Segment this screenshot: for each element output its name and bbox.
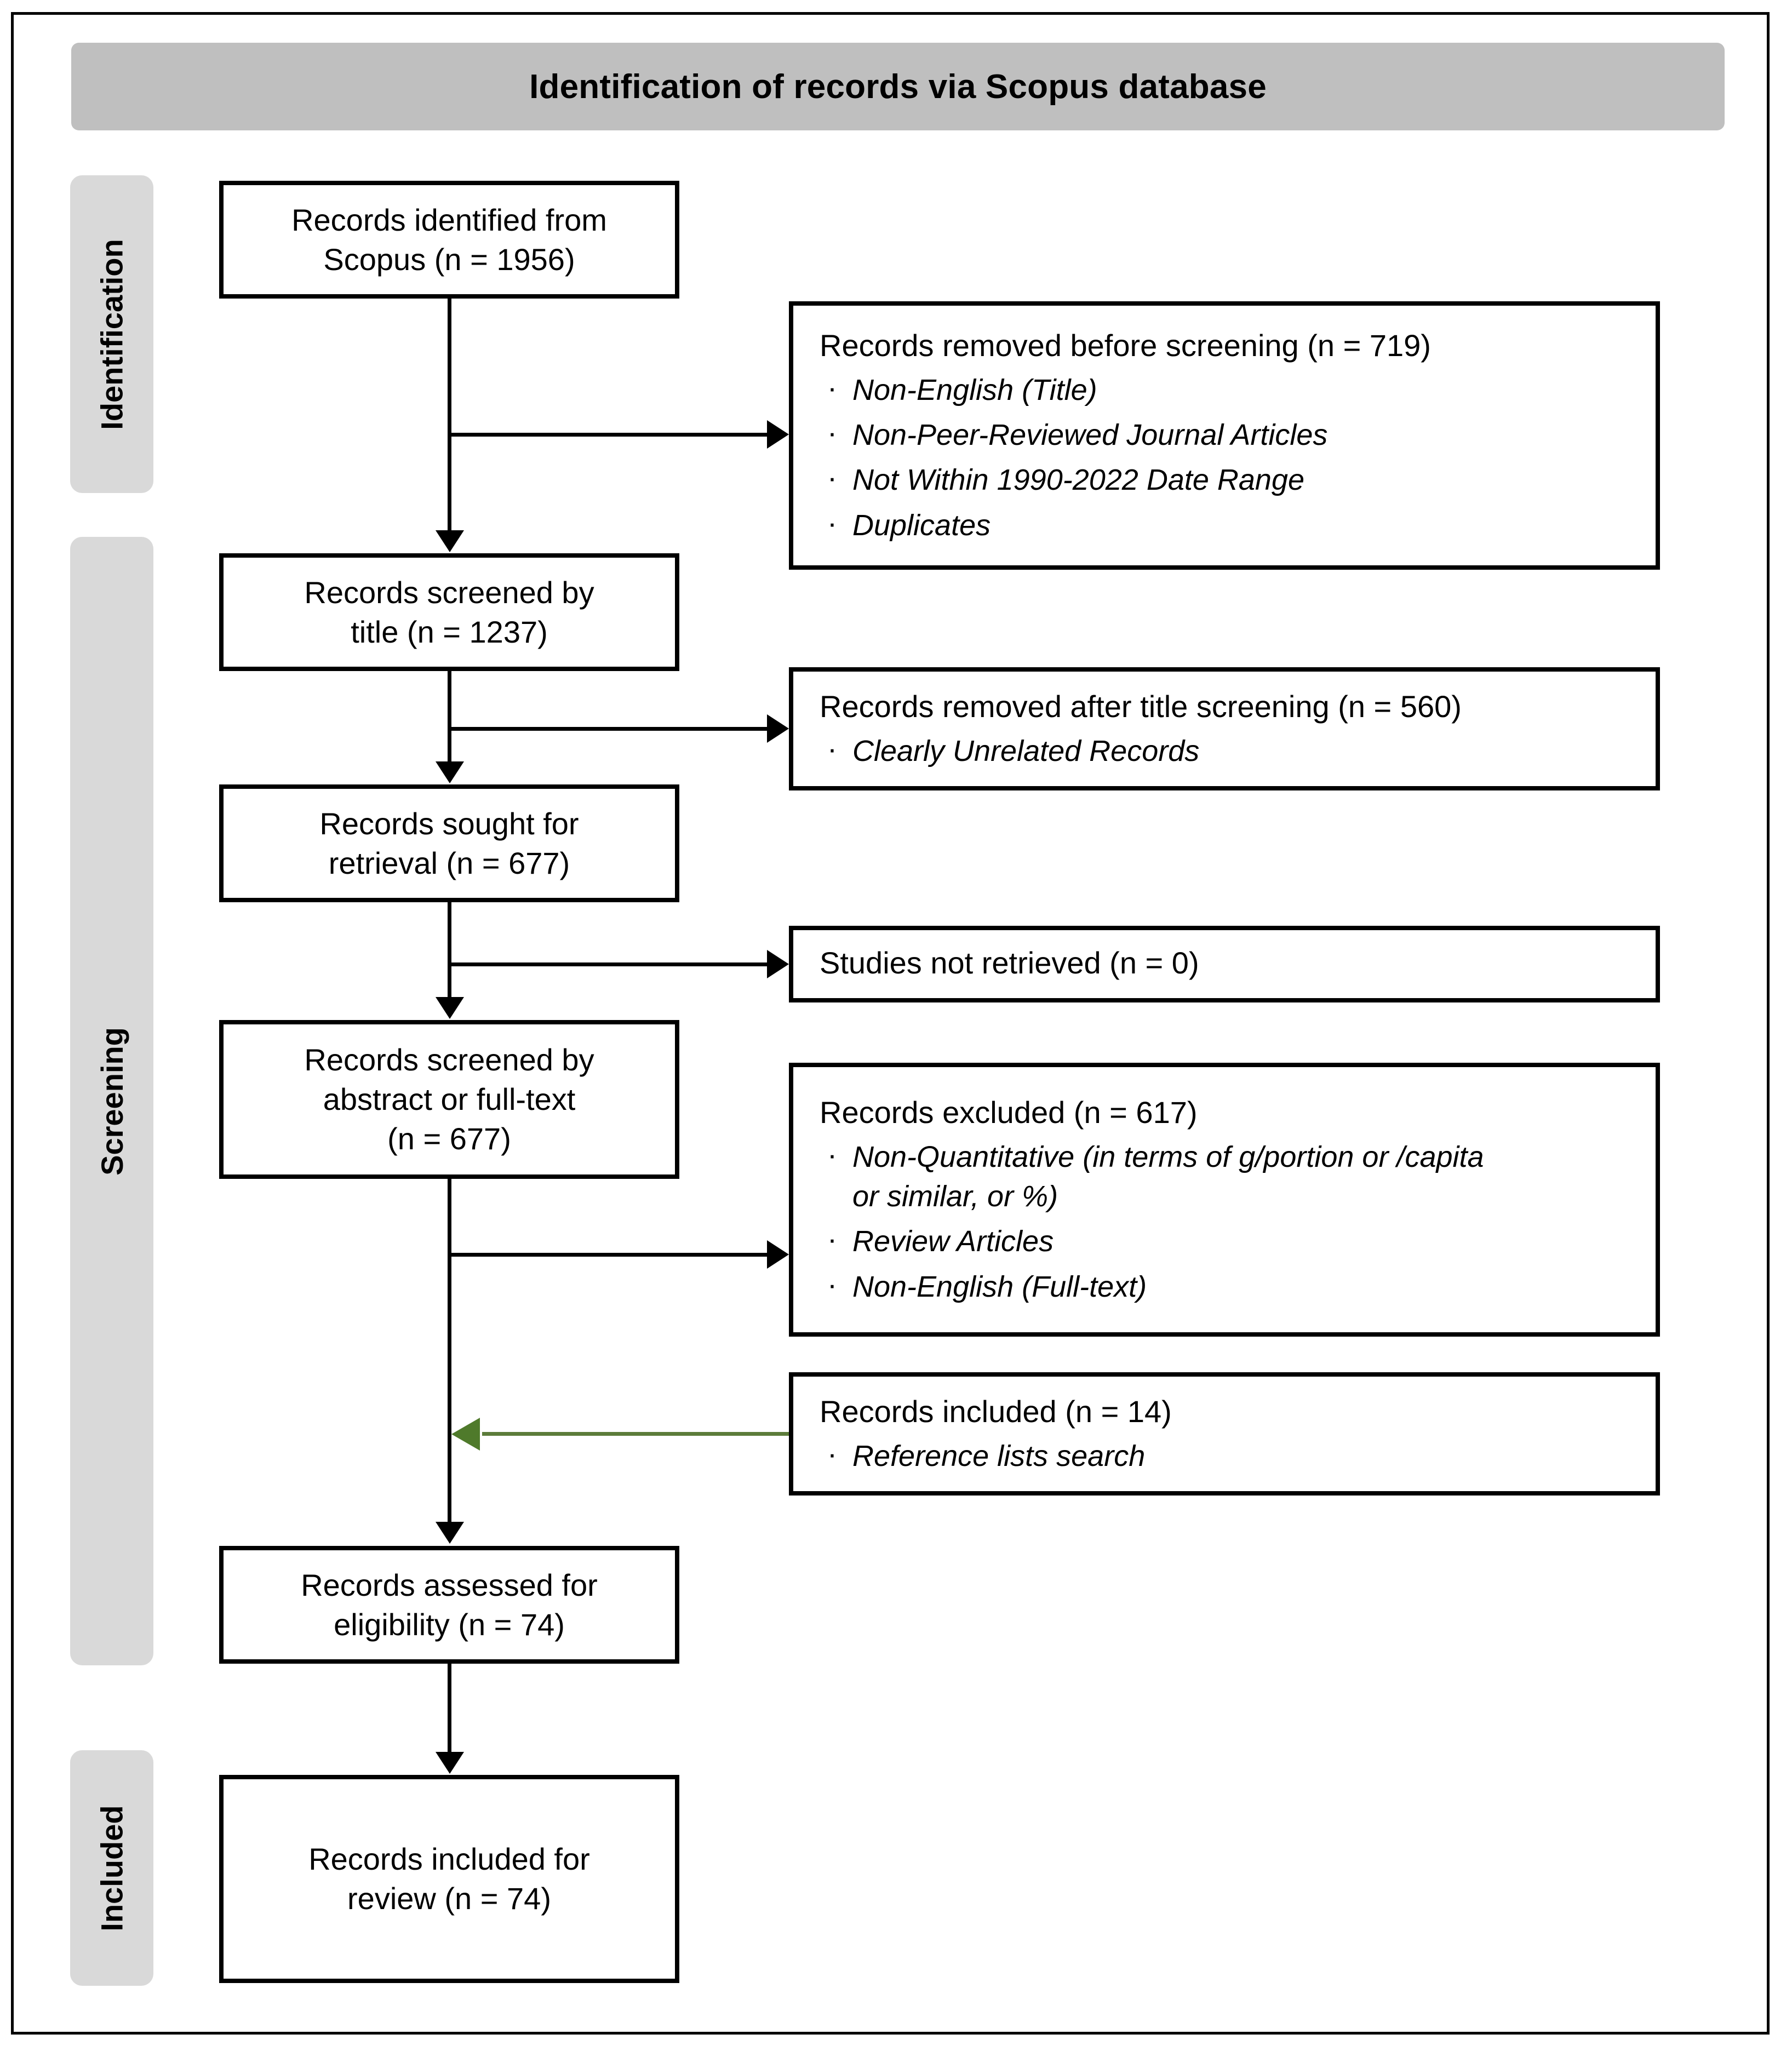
arrowhead-right-removed-before-screening (767, 420, 789, 449)
list-item: Non-Quantitative (in terms of g/portion … (820, 1135, 1484, 1217)
box-records-included-review-line1: Records included for (308, 1842, 590, 1877)
box-records-screened-abstract-line2: abstract or full-text (323, 1082, 576, 1117)
box-records-screened-abstract: Records screened by abstract or full-tex… (219, 1020, 679, 1179)
stage-label-identification: Identification (94, 238, 129, 430)
connector-to-removed-before-screening (448, 433, 770, 437)
arrowhead-right-removed-after-title (767, 714, 789, 743)
arrowhead-down-sought (436, 761, 464, 783)
box-records-included-reference-lists-list: Reference lists search (820, 1434, 1145, 1476)
box-records-sought-retrieval-line2: retrieval (n = 677) (328, 845, 570, 880)
list-item: Non-English (Title) (820, 368, 1327, 410)
box-records-screened-abstract-line3: (n = 677) (387, 1121, 511, 1156)
arrowhead-right-studies-not-retrieved (767, 950, 789, 978)
box-records-removed-after-title-screening: Records removed after title screening (n… (789, 667, 1660, 790)
box-records-removed-after-title-screening-list: Clearly Unrelated Records (820, 729, 1199, 771)
stage-bar-included: Included (70, 1750, 153, 1986)
stage-label-included: Included (94, 1804, 129, 1932)
arrowhead-down-screened-abstract (436, 997, 464, 1019)
box-records-identified-line1: Records identified from (291, 202, 607, 237)
box-records-included-reference-lists-heading: Records included (n = 14) (820, 1394, 1172, 1429)
diagram-title-text: Identification of records via Scopus dat… (529, 67, 1267, 106)
box-records-assessed-eligibility-line2: eligibility (n = 74) (334, 1607, 565, 1642)
box-records-removed-before-screening: Records removed before screening (n = 71… (789, 301, 1660, 570)
list-item-text-wrap: or similar, or %) (852, 1180, 1058, 1213)
box-records-assessed-eligibility-line1: Records assessed for (301, 1567, 598, 1602)
list-item-text: Non-Quantitative (in terms of g/portion … (852, 1140, 1484, 1173)
arrowhead-down-assessed (436, 1522, 464, 1544)
box-records-sought-retrieval: Records sought for retrieval (n = 677) (219, 784, 679, 902)
list-item: Reference lists search (820, 1434, 1145, 1476)
connector-to-removed-after-title (448, 727, 770, 731)
list-item: Non-Peer-Reviewed Journal Articles (820, 413, 1327, 455)
connector-sought-to-screened-abstract (448, 902, 451, 1000)
box-records-identified-line2: Scopus (n = 1956) (323, 242, 575, 277)
box-records-included-reference-lists: Records included (n = 14) Reference list… (789, 1372, 1660, 1496)
box-records-removed-before-screening-heading: Records removed before screening (n = 71… (820, 328, 1431, 363)
stage-label-screening: Screening (94, 1027, 129, 1176)
stage-bar-identification: Identification (70, 175, 153, 493)
box-records-identified: Records identified from Scopus (n = 1956… (219, 181, 679, 299)
connector-assessed-to-final (448, 1664, 451, 1754)
box-records-screened-title-line2: title (n = 1237) (351, 614, 548, 649)
arrowhead-down-final (436, 1752, 464, 1774)
list-item: Review Articles (820, 1219, 1484, 1261)
box-studies-not-retrieved-heading: Studies not retrieved (n = 0) (820, 945, 1199, 980)
box-studies-not-retrieved: Studies not retrieved (n = 0) (789, 926, 1660, 1002)
box-records-included-review-line2: review (n = 74) (347, 1881, 551, 1916)
connector-screened-title-to-sought (448, 671, 451, 764)
list-item: Clearly Unrelated Records (820, 729, 1199, 771)
box-records-excluded: Records excluded (n = 617) Non-Quantitat… (789, 1063, 1660, 1337)
diagram-title-banner: Identification of records via Scopus dat… (71, 43, 1725, 130)
box-records-screened-title: Records screened by title (n = 1237) (219, 553, 679, 671)
box-records-excluded-heading: Records excluded (n = 617) (820, 1095, 1198, 1130)
box-records-included-review: Records included for review (n = 74) (219, 1775, 679, 1983)
box-records-assessed-eligibility: Records assessed for eligibility (n = 74… (219, 1546, 679, 1664)
list-item: Not Within 1990-2022 Date Range (820, 458, 1327, 500)
connector-identified-to-screened-title (448, 299, 451, 531)
stage-bar-screening: Screening (70, 537, 153, 1665)
arrowhead-down-screened-title (436, 530, 464, 552)
box-records-screened-title-line1: Records screened by (304, 575, 594, 610)
arrowhead-right-records-excluded (767, 1240, 789, 1269)
box-records-removed-before-screening-list: Non-English (Title) Non-Peer-Reviewed Jo… (820, 368, 1327, 545)
connector-to-studies-not-retrieved (448, 962, 770, 966)
connector-reference-lists-to-spine (482, 1432, 789, 1436)
box-records-screened-abstract-line1: Records screened by (304, 1042, 594, 1078)
arrowhead-left-reference-lists (451, 1418, 480, 1451)
list-item: Non-English (Full-text) (820, 1265, 1484, 1307)
connector-to-records-excluded (448, 1253, 770, 1257)
connector-screened-abstract-to-assessed (448, 1179, 451, 1524)
list-item: Duplicates (820, 503, 1327, 545)
box-records-sought-retrieval-line1: Records sought for (319, 806, 579, 841)
diagram-frame (11, 12, 1770, 2035)
box-records-removed-after-title-screening-heading: Records removed after title screening (n… (820, 689, 1462, 724)
box-records-excluded-list: Non-Quantitative (in terms of g/portion … (820, 1135, 1484, 1307)
